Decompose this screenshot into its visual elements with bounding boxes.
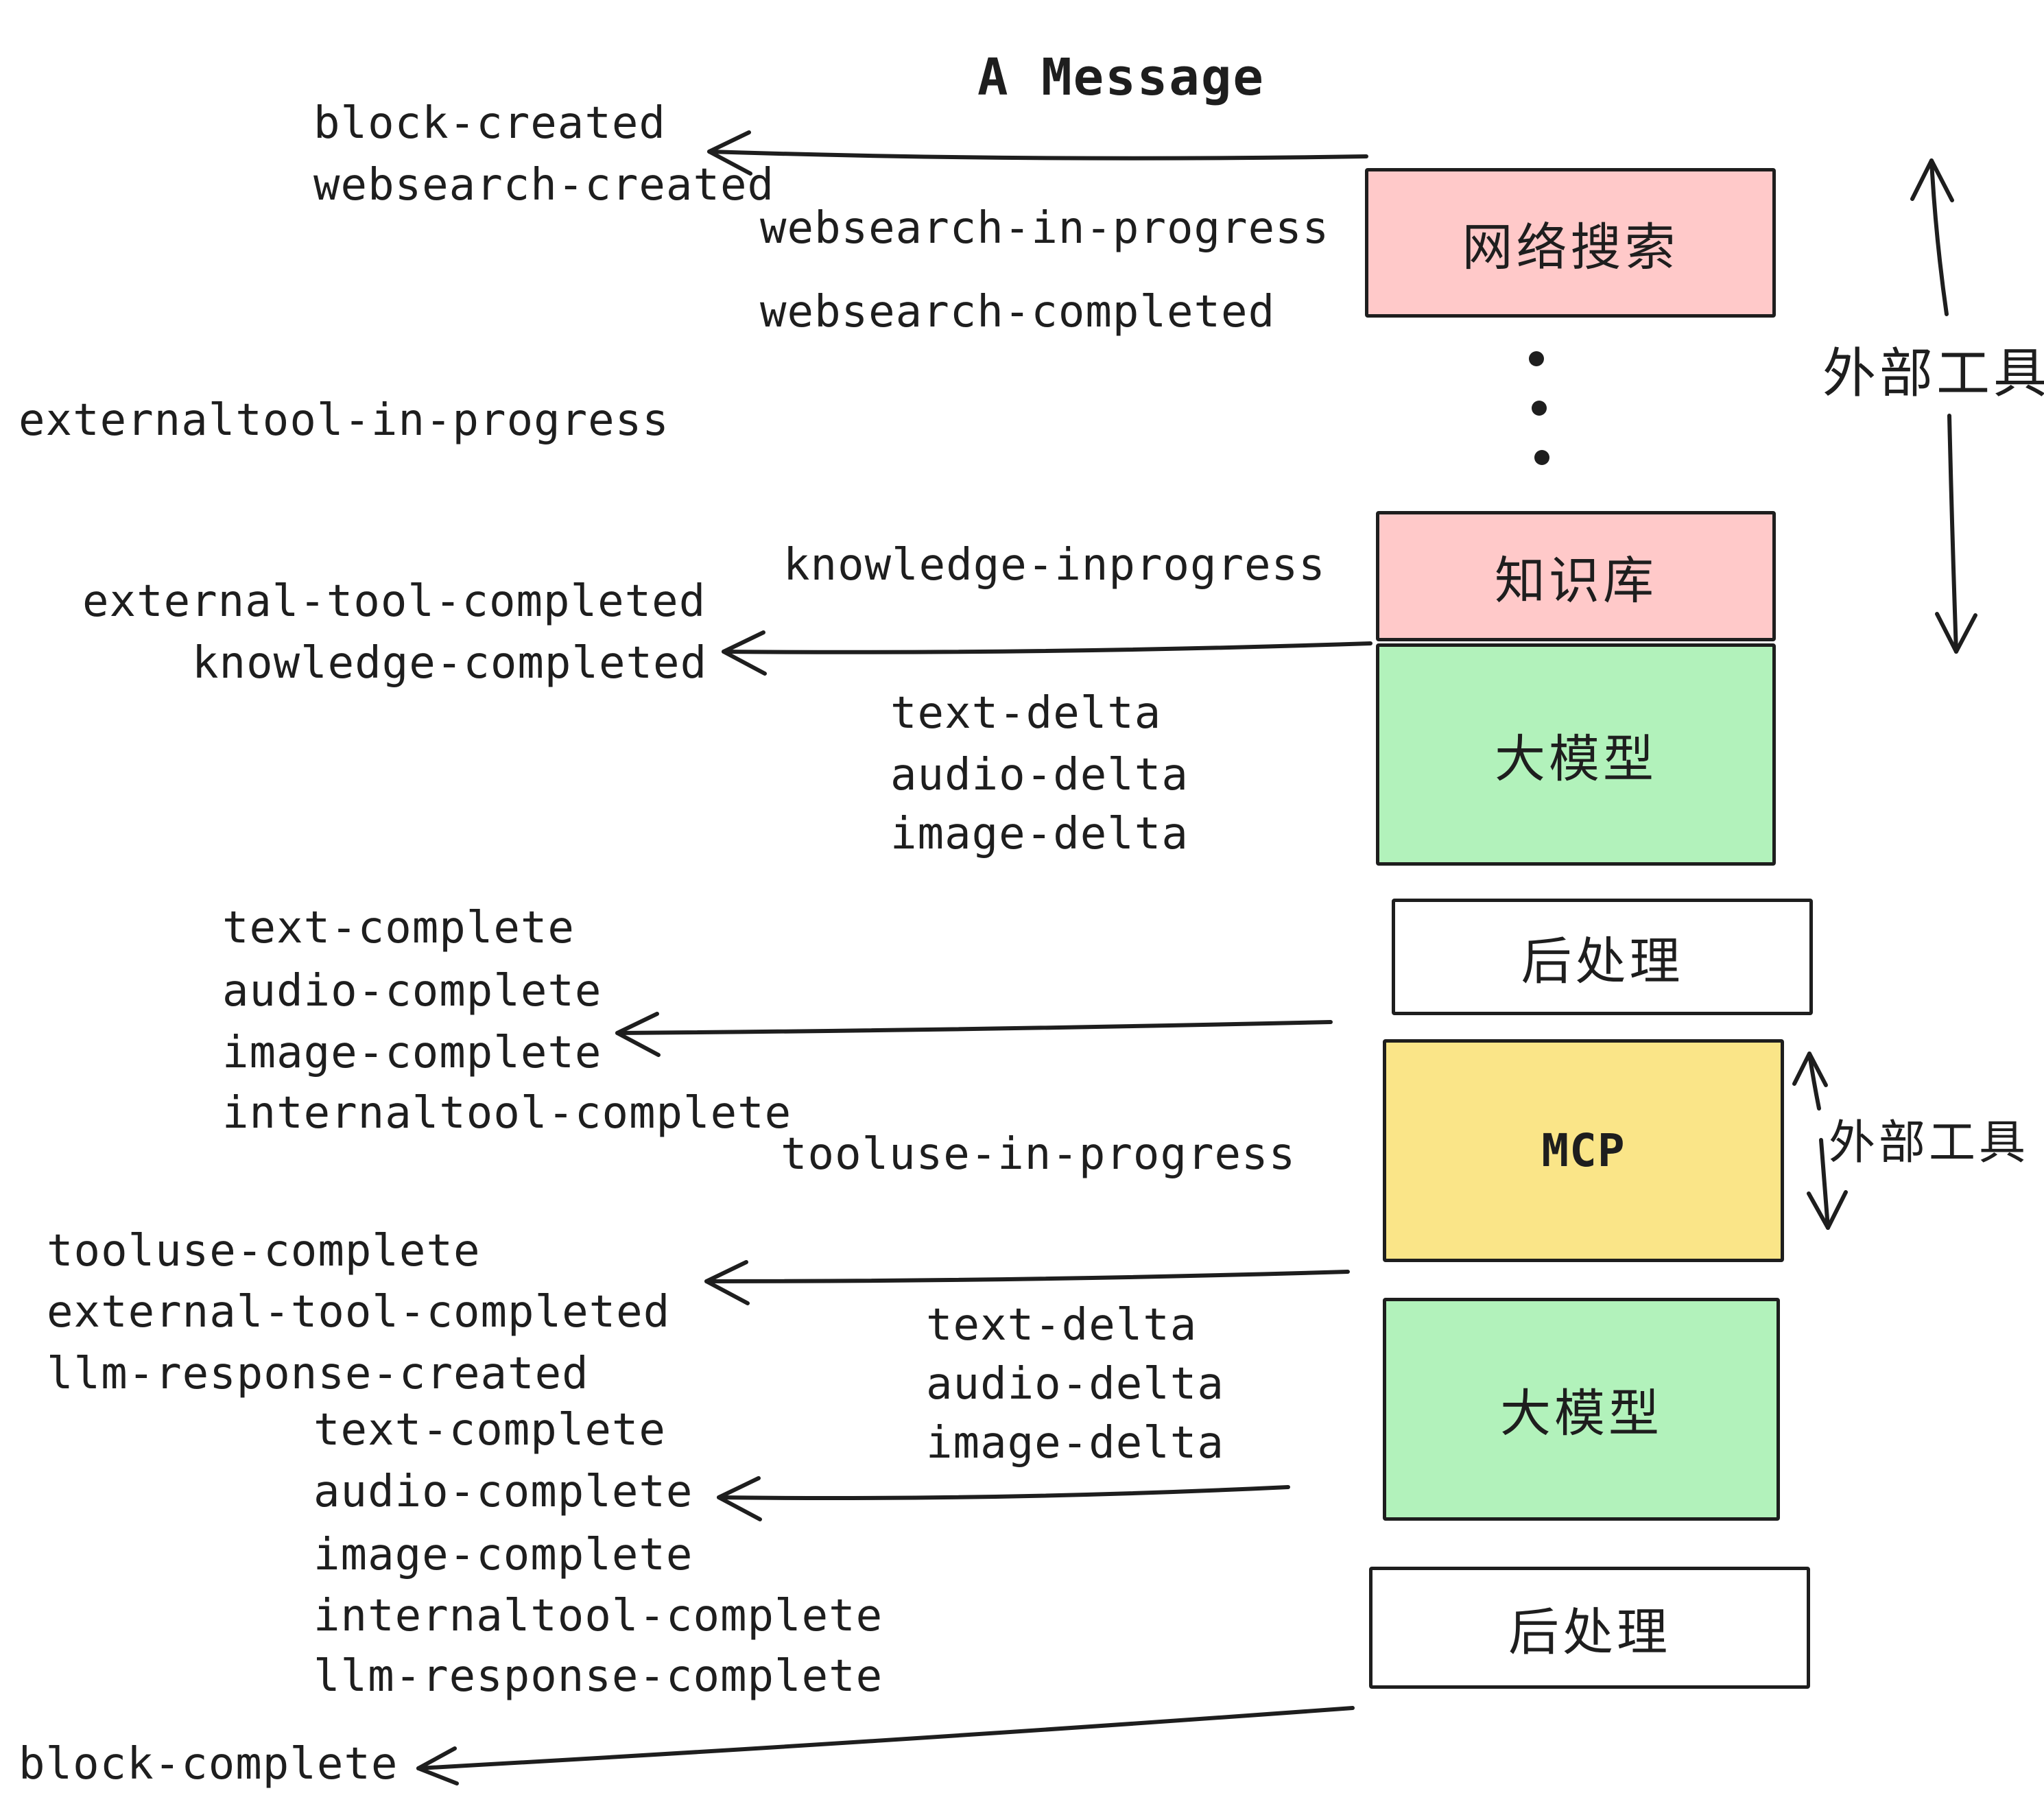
box-llm-top-label: 大模型 [1495, 730, 1657, 787]
event-llm-response-created: llm-response-created [47, 1349, 589, 1399]
event-external-tool-completed-1: external-tool-completed [82, 576, 706, 627]
box-websearch-label: 网络搜索 [1462, 218, 1679, 276]
arrowhead-post1-to-complete [615, 1012, 661, 1057]
box-postprocess-top: 后处理 [1392, 899, 1813, 1015]
box-knowledge-label: 知识库 [1495, 551, 1657, 609]
box-postprocess-top-label: 后处理 [1521, 932, 1684, 990]
event-text-complete-2: text-complete [313, 1405, 666, 1456]
event-externaltool-in-progress: externaltool-in-progress [19, 395, 669, 446]
event-block-complete: block-complete [19, 1739, 399, 1790]
box-mcp: MCP [1383, 1039, 1784, 1262]
event-image-complete-1: image-complete [222, 1028, 602, 1078]
arrowhead-post2-to-block-complete [416, 1746, 459, 1785]
box-postprocess-bottom: 后处理 [1369, 1567, 1810, 1689]
external-tools-label-mid: 外部工具 [1829, 1117, 2030, 1169]
event-websearch-completed: websearch-completed [760, 287, 1276, 337]
event-websearch-in-progress: websearch-in-progress [760, 203, 1330, 254]
ellipsis-dot [1529, 351, 1544, 366]
arrowhead-websearch-to-created [707, 130, 752, 176]
ellipsis-dot [1534, 450, 1549, 465]
arrowhead-external-top-down [1935, 612, 1977, 654]
arrow-knowledge-to-completed [722, 641, 1372, 654]
event-text-delta-1: text-delta [890, 688, 1162, 739]
event-external-tool-completed-2: external-tool-completed [47, 1287, 671, 1338]
box-mcp-label: MCP [1541, 1124, 1626, 1177]
arrow-external-mid-down [1819, 1138, 1830, 1230]
event-knowledge-completed: knowledge-completed [192, 638, 708, 689]
event-knowledge-inprogress: knowledge-inprogress [783, 540, 1326, 591]
event-audio-delta-2: audio-delta [926, 1359, 1224, 1410]
arrow-post1-to-complete [615, 1020, 1333, 1035]
event-text-complete-1: text-complete [222, 903, 575, 953]
arrowhead-external-mid-down [1807, 1190, 1848, 1230]
event-tooluse-in-progress: tooluse-in-progress [781, 1129, 1296, 1180]
box-postprocess-bottom-label: 后处理 [1508, 1603, 1671, 1661]
event-image-complete-2: image-complete [313, 1530, 693, 1580]
event-text-delta-2: text-delta [926, 1300, 1198, 1351]
arrow-mcp-to-tooluse [704, 1270, 1350, 1283]
box-llm-bottom-label: 大模型 [1500, 1385, 1663, 1442]
external-tools-label-top: 外部工具 [1822, 343, 2044, 403]
event-audio-delta-1: audio-delta [890, 750, 1189, 800]
box-knowledge: 知识库 [1376, 511, 1776, 641]
event-llm-response-complete: llm-response-complete [313, 1651, 883, 1702]
arrowhead-external-mid-up [1792, 1052, 1828, 1087]
ellipsis-dot [1532, 401, 1547, 416]
arrow-external-top-down [1947, 414, 1958, 654]
arrow-post2-to-block-complete [416, 1706, 1355, 1770]
event-image-delta-2: image-delta [926, 1418, 1224, 1469]
arrowhead-llm2-to-complete [717, 1476, 762, 1521]
arrow-llm2-to-complete [717, 1485, 1290, 1500]
box-llm-top: 大模型 [1376, 643, 1776, 866]
event-block-created: block-created [313, 98, 666, 149]
arrowhead-mcp-to-tooluse [704, 1260, 750, 1305]
box-websearch: 网络搜索 [1365, 168, 1776, 318]
event-tooluse-complete: tooluse-complete [47, 1226, 481, 1277]
event-audio-complete-2: audio-complete [313, 1467, 693, 1517]
event-internaltool-complete-1: internaltool-complete [222, 1088, 792, 1139]
arrowhead-external-top-up [1910, 158, 1954, 202]
event-audio-complete-1: audio-complete [222, 966, 602, 1017]
arrow-external-top-up [1929, 158, 1949, 316]
event-image-delta-1: image-delta [890, 809, 1189, 859]
arrowhead-knowledge-to-completed [722, 630, 767, 676]
box-llm-bottom: 大模型 [1383, 1298, 1780, 1521]
arrow-websearch-to-created [707, 150, 1368, 161]
event-websearch-created: websearch-created [313, 160, 775, 211]
page-title: A Message [977, 48, 1265, 107]
event-internaltool-complete-2: internaltool-complete [313, 1591, 883, 1641]
